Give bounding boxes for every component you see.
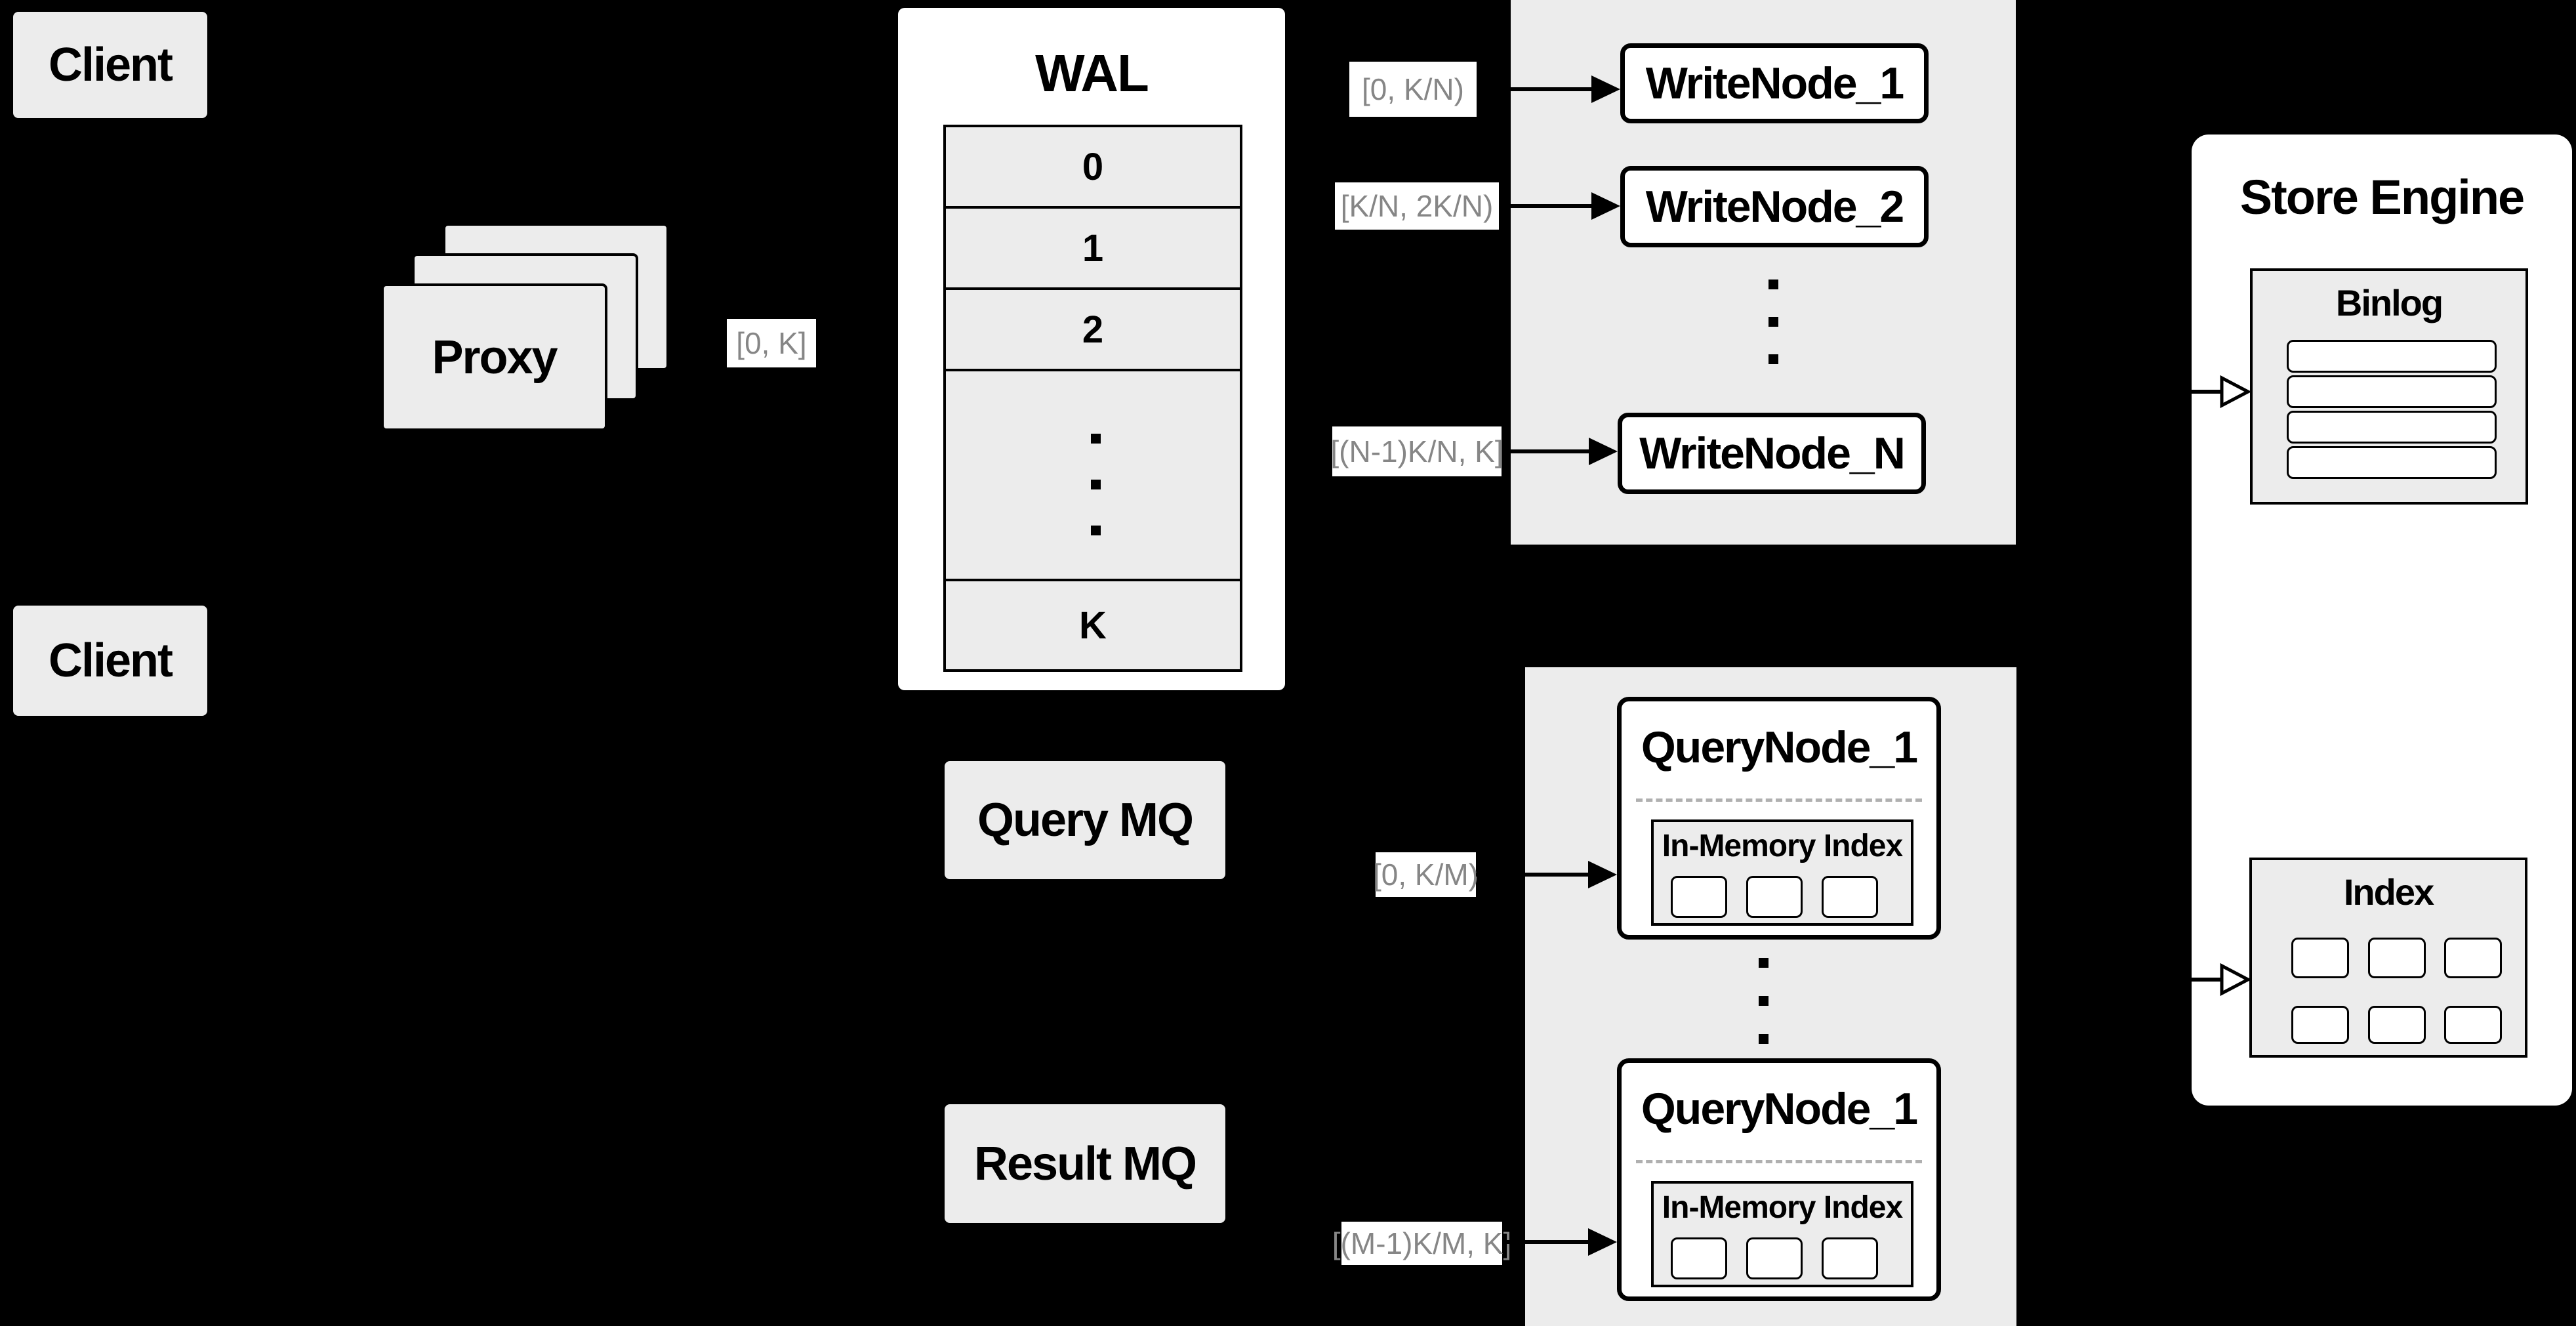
index-title: Index: [2343, 871, 2434, 913]
memory-segment-cell: [1822, 876, 1878, 918]
client-box-bottom: Client: [13, 606, 207, 716]
range-label-query-m: [(M-1)K/M, K]: [1332, 1222, 1511, 1265]
binlog-row: [2287, 375, 2497, 408]
binlog-row: [2287, 446, 2497, 479]
binlog-title: Binlog: [2335, 281, 2443, 323]
in-memory-index-box: In-Memory Index: [1651, 1181, 1913, 1287]
memory-segment-cell: [1746, 1237, 1803, 1279]
wal-row-1: 1: [943, 206, 1242, 290]
memory-segment-cell: [1671, 1237, 1727, 1279]
memory-segment-cell: [1671, 876, 1727, 918]
arrow-line: [1502, 1240, 1591, 1244]
wal-row-2: 2: [943, 287, 1242, 371]
proxy-box: Proxy: [381, 283, 607, 431]
write-node-2: WriteNode_2: [1620, 166, 1929, 247]
index-cell: [2291, 938, 2349, 978]
write-node-n: WriteNode_N: [1618, 413, 1926, 494]
index-cell: [2368, 938, 2426, 978]
write-node-label: WriteNode_N: [1639, 428, 1906, 478]
index-cell: [2444, 1006, 2502, 1044]
arrow-head-icon: [1588, 1228, 1617, 1256]
open-arrow-to-binlog-icon: [2192, 375, 2251, 409]
query-node-title: QueryNode_1: [1641, 722, 1918, 772]
ellipsis-dot: [1768, 280, 1778, 289]
in-memory-index-box: In-Memory Index: [1651, 819, 1913, 926]
open-arrow-to-index-icon: [2192, 963, 2251, 997]
arrow-line: [1476, 873, 1591, 877]
range-label-write-2: [K/N, 2K/N): [1335, 182, 1499, 230]
range-label-query-1: [0, K/M): [1373, 852, 1479, 897]
wal-row-ellipsis: [943, 369, 1242, 581]
result-mq-box: Result MQ: [945, 1104, 1225, 1223]
result-mq-label: Result MQ: [973, 1137, 1197, 1190]
write-node-label: WriteNode_1: [1645, 58, 1904, 108]
arrow-line: [1499, 204, 1595, 208]
range-label-proxy-out: [0, K]: [727, 319, 816, 367]
query-node-top: QueryNode_1 In-Memory Index: [1617, 697, 1941, 940]
query-mq-label: Query MQ: [977, 794, 1194, 846]
wal-row-k: K: [943, 579, 1242, 672]
index-box: Index: [2249, 858, 2527, 1058]
binlog-box: Binlog: [2250, 268, 2528, 505]
write-node-1: WriteNode_1: [1620, 43, 1929, 123]
dashed-divider: [1636, 798, 1922, 802]
client-label: Client: [48, 634, 173, 687]
memory-segment-cell: [1746, 876, 1803, 918]
range-label-write-n: [(N-1)K/N, K]: [1330, 426, 1503, 476]
arrow-head-icon: [1591, 192, 1620, 220]
arrow-head-icon: [1589, 438, 1618, 465]
wal-container: WAL 0 1 2 K: [898, 8, 1285, 690]
arrow-head-icon: [1591, 75, 1620, 103]
ellipsis-dot: [1091, 434, 1101, 444]
wal-row-0: 0: [943, 125, 1242, 209]
range-label-write-1: [0, K/N): [1349, 62, 1477, 117]
write-node-label: WriteNode_2: [1645, 182, 1904, 232]
ellipsis-dot: [1759, 996, 1768, 1006]
index-cell: [2368, 1006, 2426, 1044]
ellipsis-dot: [1759, 1034, 1768, 1044]
binlog-row: [2287, 340, 2497, 373]
wal-title: WAL: [1035, 44, 1149, 102]
ellipsis-dot: [1768, 317, 1778, 327]
arrow-line: [1477, 87, 1595, 91]
in-memory-index-title: In-Memory Index: [1662, 1190, 1903, 1225]
in-memory-index-title: In-Memory Index: [1662, 828, 1903, 863]
query-mq-box: Query MQ: [945, 761, 1225, 879]
proxy-label: Proxy: [432, 331, 558, 384]
binlog-row: [2287, 411, 2497, 444]
store-engine-title: Store Engine: [2239, 169, 2525, 224]
ellipsis-dot: [1759, 958, 1768, 968]
client-box-top: Client: [13, 12, 207, 118]
ellipsis-dot: [1091, 480, 1101, 489]
ellipsis-dot: [1091, 526, 1101, 535]
index-cell: [2291, 1006, 2349, 1044]
client-label: Client: [48, 39, 173, 91]
arrow-head-icon: [1588, 861, 1617, 888]
memory-segment-cell: [1822, 1237, 1878, 1279]
ellipsis-dot: [1768, 354, 1778, 364]
store-engine-container: Store Engine Binlog Index: [2192, 135, 2572, 1106]
query-node-title: QueryNode_1: [1641, 1084, 1918, 1134]
arrow-line: [1502, 449, 1592, 453]
index-cell: [2444, 938, 2502, 978]
dashed-divider: [1636, 1160, 1922, 1163]
query-node-bottom: QueryNode_1 In-Memory Index: [1617, 1058, 1941, 1301]
